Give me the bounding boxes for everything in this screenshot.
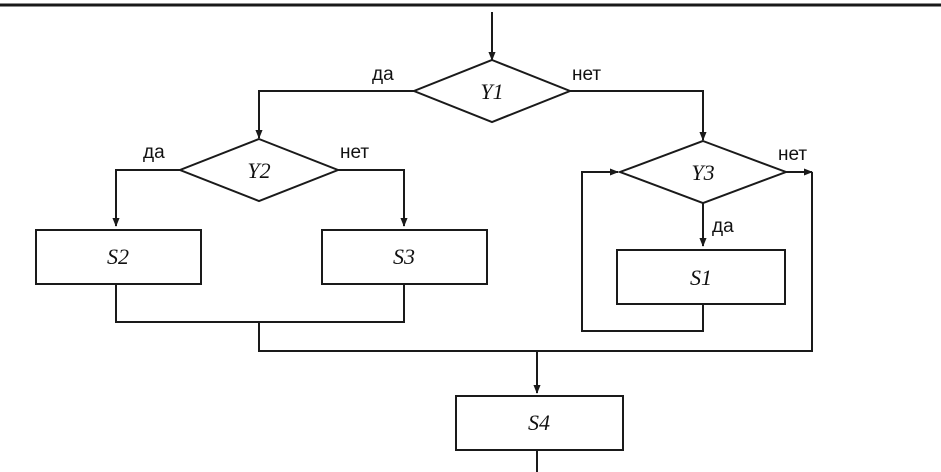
y1-no-label: нет bbox=[572, 64, 601, 85]
action-s4-label: S4 bbox=[528, 410, 550, 435]
decision-y2-label: Y2 bbox=[247, 158, 270, 183]
y3-no-exit bbox=[537, 172, 813, 352]
y1-yes-connector bbox=[255, 90, 414, 139]
action-s2-label: S2 bbox=[107, 244, 129, 269]
action-s1-label: S1 bbox=[690, 265, 712, 290]
action-s4-box bbox=[455, 395, 624, 451]
left-branch-join bbox=[258, 322, 537, 352]
action-s2-box bbox=[35, 229, 202, 285]
y1-yes-label: да bbox=[372, 64, 394, 85]
action-s3-box bbox=[321, 229, 488, 285]
y3-yes-label: да bbox=[712, 216, 734, 237]
decision-y1-shape bbox=[411, 58, 573, 124]
y3-no-label: нет bbox=[778, 144, 807, 165]
y2-yes-connector bbox=[112, 169, 180, 227]
action-s3-label: S3 bbox=[393, 244, 415, 269]
action-s1-box bbox=[616, 249, 786, 305]
y2-no-label: нет bbox=[340, 142, 369, 163]
s2-s3-merge bbox=[115, 284, 405, 323]
y2-no-connector bbox=[338, 169, 408, 227]
decision-y1-label: Y1 bbox=[480, 79, 503, 104]
decision-y2-shape bbox=[177, 137, 341, 203]
y2-yes-label: да bbox=[143, 142, 165, 163]
y1-no-connector bbox=[570, 90, 707, 141]
loop-back-connector bbox=[581, 168, 704, 332]
decision-y3-label: Y3 bbox=[691, 160, 714, 185]
